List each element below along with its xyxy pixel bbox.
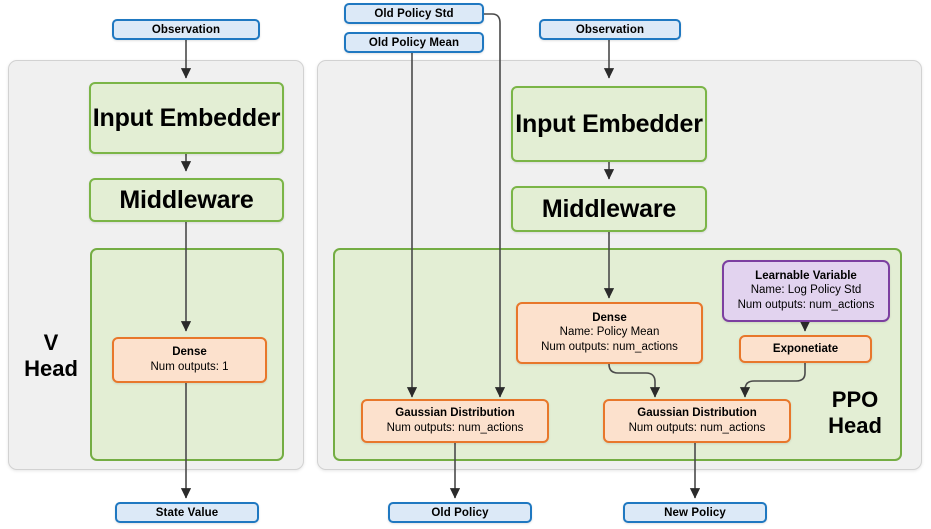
ppo-learnable-variable-line2: Name: Log Policy Std: [750, 284, 862, 297]
input-old-policy-std-label: Old Policy Std: [374, 7, 454, 20]
v-middleware-label: Middleware: [119, 185, 254, 214]
v-head-label-line2: Head: [24, 355, 78, 381]
ppo-dense-title: Dense: [592, 311, 627, 324]
ppo-middleware-block[interactable]: Middleware: [511, 186, 707, 232]
output-state-value-label: State Value: [155, 506, 219, 519]
ppo-learnable-variable-block[interactable]: Learnable Variable Name: Log Policy Std …: [722, 260, 890, 322]
ppo-gaussian-new-line2: Num outputs: num_actions: [628, 421, 766, 434]
ppo-dense-line2: Name: Policy Mean: [559, 326, 660, 339]
ppo-gaussian-old-line2: Num outputs: num_actions: [386, 421, 524, 434]
input-old-policy-std[interactable]: Old Policy Std: [344, 3, 484, 24]
output-new-policy-label: New Policy: [664, 506, 726, 519]
input-observation-left-label: Observation: [151, 23, 221, 36]
ppo-gaussian-old-title: Gaussian Distribution: [395, 407, 515, 420]
v-head-label-line1: V: [43, 330, 59, 355]
ppo-head-label: PPO Head: [812, 387, 898, 439]
v-head-label: V Head: [14, 330, 88, 382]
input-observation-right-label: Observation: [575, 23, 645, 36]
input-observation-left[interactable]: Observation: [112, 19, 260, 40]
output-new-policy[interactable]: New Policy: [623, 502, 767, 523]
v-input-embedder-block[interactable]: Input Embedder: [89, 82, 284, 154]
ppo-exponetiate-label: Exponetiate: [772, 342, 839, 355]
ppo-head-label-line2: Head: [828, 412, 882, 438]
ppo-input-embedder-block[interactable]: Input Embedder: [511, 86, 707, 162]
input-observation-right[interactable]: Observation: [539, 19, 681, 40]
ppo-dense-policy-mean-block[interactable]: Dense Name: Policy Mean Num outputs: num…: [516, 302, 703, 364]
ppo-head-label-line1: PPO: [831, 387, 879, 412]
v-middleware-block[interactable]: Middleware: [89, 178, 284, 222]
ppo-input-embedder-label: Input Embedder: [515, 109, 703, 138]
ppo-exponetiate-block[interactable]: Exponetiate: [739, 335, 872, 363]
ppo-gaussian-old-block[interactable]: Gaussian Distribution Num outputs: num_a…: [361, 399, 549, 443]
output-old-policy-label: Old Policy: [431, 506, 489, 519]
output-state-value[interactable]: State Value: [115, 502, 259, 523]
ppo-dense-line3: Num outputs: num_actions: [541, 341, 678, 354]
input-old-policy-mean[interactable]: Old Policy Mean: [344, 32, 484, 53]
input-old-policy-mean-label: Old Policy Mean: [368, 36, 460, 49]
v-dense-line2: Num outputs: 1: [150, 360, 229, 373]
output-old-policy[interactable]: Old Policy: [388, 502, 532, 523]
ppo-learnable-variable-title: Learnable Variable: [755, 269, 857, 282]
v-dense-title: Dense: [172, 346, 207, 359]
ppo-learnable-variable-line3: Num outputs: num_actions: [737, 299, 875, 312]
ppo-middleware-label: Middleware: [541, 194, 677, 223]
v-input-embedder-label: Input Embedder: [92, 103, 281, 132]
ppo-gaussian-new-title: Gaussian Distribution: [637, 407, 757, 420]
v-dense-block[interactable]: Dense Num outputs: 1: [112, 337, 267, 383]
ppo-gaussian-new-block[interactable]: Gaussian Distribution Num outputs: num_a…: [603, 399, 791, 443]
